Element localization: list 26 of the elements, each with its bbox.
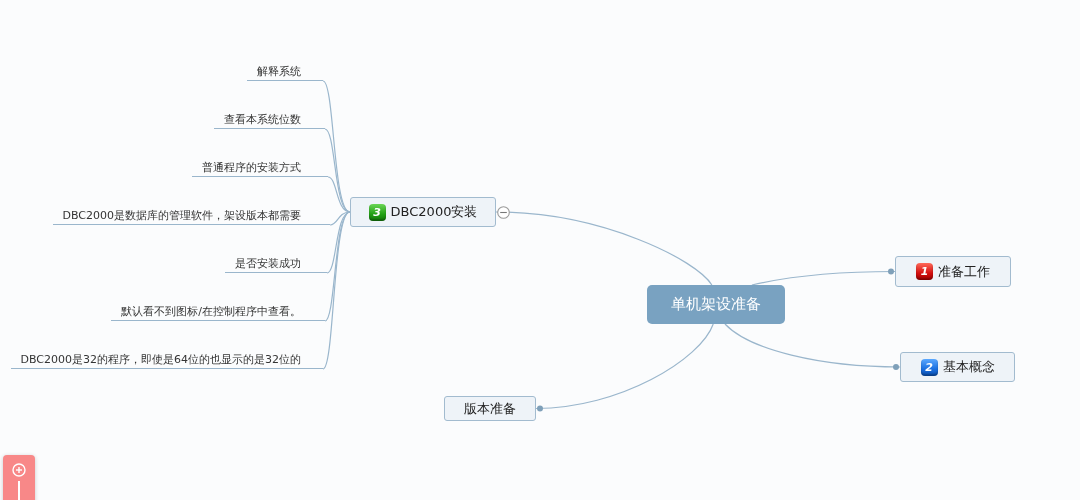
topic-box [444, 396, 536, 421]
connector-line [495, 211, 713, 286]
subtopic-label: 默认看不到图标/在控制程序中查看。 [111, 304, 325, 321]
connector-line [327, 176, 351, 213]
number-badge: 1 [916, 263, 933, 280]
subtopic-label: DBC2000是32的程序，即使是64位的也显示的是32位的 [10, 352, 323, 369]
connector-line [535, 323, 714, 412]
topic-title: 准备工作 [938, 263, 990, 280]
topic-title: 版本准备 [464, 400, 516, 417]
topic-title: 基本概念 [942, 359, 995, 375]
topic-title: DBC2000安装 [390, 204, 478, 220]
subtopic-label: DBC2000是数据库的管理软件，架设版本都需要 [52, 208, 330, 225]
topic-box [900, 352, 1015, 382]
number-badge: 3 [368, 203, 386, 221]
subtopic-label: 普通程序的安装方式 [192, 160, 328, 177]
topic-box [895, 256, 1011, 287]
topic-box [350, 197, 496, 227]
central-topic: 单机架设准备 [647, 285, 785, 324]
connector-line [324, 128, 351, 213]
connector-line [751, 268, 896, 286]
connector-line [322, 211, 351, 370]
subtopic-label: 查看本系统位数 [214, 112, 325, 129]
number-badge: 2 [920, 358, 938, 376]
subtopic-label: 解释系统 [247, 64, 323, 81]
connector-line [724, 323, 901, 370]
subtopic-label: 是否安装成功 [225, 256, 327, 273]
